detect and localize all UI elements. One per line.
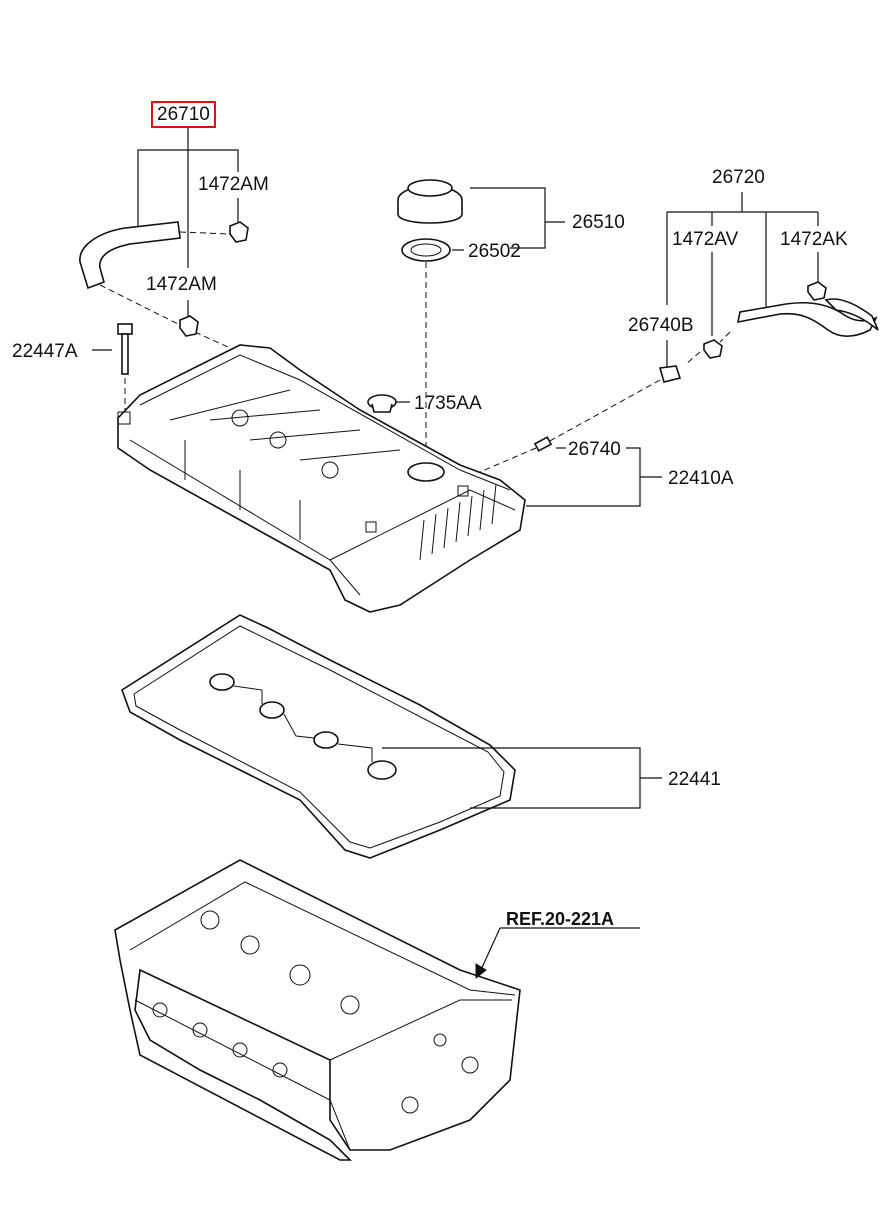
cylinder-head (114, 859, 640, 1161)
part-label-26510[interactable]: 26510 (572, 212, 625, 233)
leader-26720 (666, 192, 819, 368)
grommet-26740B (547, 331, 731, 443)
pcv-hose-26710 (79, 221, 231, 349)
part-label-1472AM-upper[interactable]: 1472AM (198, 174, 269, 195)
gasket-22441 (121, 614, 662, 859)
part-label-26740[interactable]: 26740 (568, 439, 621, 460)
reference-label-cylinder-head[interactable]: REF.20-221A (506, 909, 615, 929)
clamp-1472AV (703, 339, 723, 359)
clamp-1472AM-upper (229, 221, 249, 243)
seal-26502 (401, 238, 464, 465)
part-label-26720[interactable]: 26720 (712, 167, 765, 188)
pcv-valve-26740 (479, 436, 662, 507)
part-label-1735AA[interactable]: 1735AA (414, 393, 482, 414)
part-label-26502[interactable]: 26502 (468, 241, 521, 262)
clamp-1472AK (807, 281, 827, 301)
plug-1735AA (367, 394, 410, 413)
spark-plug-seals (209, 673, 397, 780)
oil-cap-26510 (397, 179, 565, 249)
part-label-1472AV[interactable]: 1472AV (672, 229, 739, 250)
part-label-22447A[interactable]: 22447A (12, 341, 78, 362)
rocker-cover-22410A (117, 344, 526, 613)
part-label-1472AK[interactable]: 1472AK (780, 229, 848, 250)
part-label-26740B[interactable]: 26740B (628, 315, 694, 336)
part-label-26710[interactable]: 26710 (151, 101, 216, 128)
part-label-22441[interactable]: 22441 (668, 769, 721, 790)
bolt-22447A (92, 323, 133, 420)
clamp-1472AM-lower (179, 315, 199, 337)
part-label-22410A[interactable]: 22410A (668, 468, 734, 489)
breather-hose-26720 (736, 298, 879, 337)
part-label-1472AM-lower[interactable]: 1472AM (146, 274, 217, 295)
leader-26710 (137, 127, 239, 318)
